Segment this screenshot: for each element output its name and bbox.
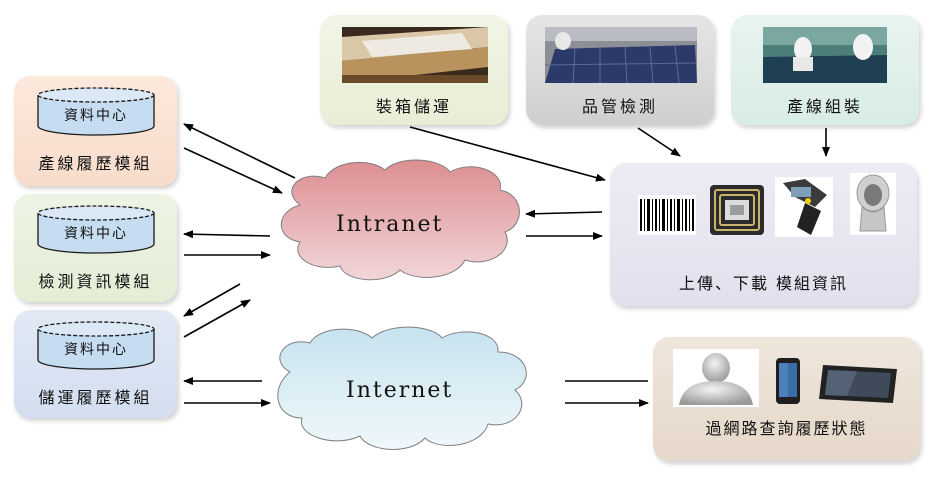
barcode-scanner-icon	[850, 173, 896, 235]
web-query-panel: 過網路查詢履歷狀態	[653, 337, 920, 461]
tablet-icon	[817, 363, 899, 405]
database-label: 資料中心	[64, 226, 128, 242]
module-name: 檢測資訊模組	[38, 272, 153, 291]
inspection-info-module: 資料中心 檢測資訊模組	[14, 194, 177, 302]
assembly-photo	[763, 27, 887, 83]
database-icon: 資料中心	[36, 86, 156, 138]
packing-photo	[342, 27, 488, 83]
line-assembly-station: 產線組裝	[731, 15, 919, 125]
database-label: 資料中心	[64, 108, 128, 124]
intranet-label: Intranet	[336, 212, 444, 237]
station-name: 裝箱儲運	[375, 97, 452, 116]
handheld-scanner-icon	[775, 177, 833, 237]
arrows	[183, 123, 830, 407]
database-label: 資料中心	[64, 342, 128, 358]
smartphone-icon	[774, 357, 802, 405]
shipping-history-module: 資料中心 儲運履歷模組	[14, 310, 177, 418]
devices-label: 上傳、下載 模組資訊	[678, 274, 849, 293]
internet-cloud	[277, 326, 527, 450]
rfid-tag-icon	[708, 183, 766, 237]
intranet-cloud	[280, 159, 520, 281]
user-icon	[673, 349, 759, 407]
quality-inspection-station: 品管檢測	[526, 15, 714, 125]
station-name: 產線組裝	[786, 97, 863, 116]
module-name: 產線履歷模組	[38, 154, 153, 173]
barcode-icon	[638, 195, 696, 235]
internet-label: Internet	[346, 378, 454, 403]
query-label: 過網路查詢履歷狀態	[705, 419, 868, 438]
packing-shipping-station: 裝箱儲運	[320, 15, 508, 125]
inspection-photo	[545, 27, 697, 83]
devices-panel: 上傳、下載 模組資訊	[610, 163, 917, 306]
database-icon: 資料中心	[36, 320, 156, 372]
database-icon: 資料中心	[36, 204, 156, 256]
station-name: 品管檢測	[581, 97, 658, 116]
module-name: 儲運履歷模組	[38, 388, 153, 407]
production-history-module: 資料中心 產線履歷模組	[14, 76, 177, 186]
